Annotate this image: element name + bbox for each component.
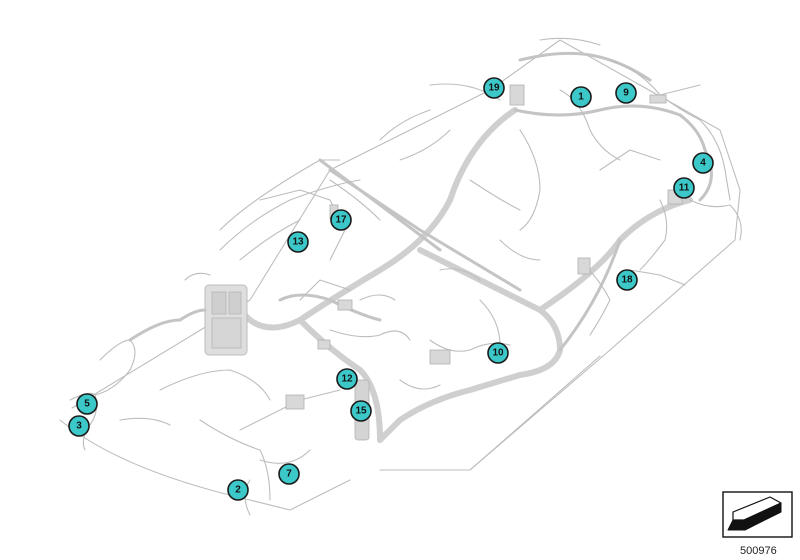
callout-12[interactable]: 12 [336, 368, 358, 390]
floor-harness [354, 239, 611, 441]
callout-label-10: 10 [492, 348, 504, 359]
callout-label-3: 3 [76, 421, 82, 432]
diagram-number: 500976 [740, 545, 777, 557]
callout-label-2: 2 [235, 485, 241, 496]
callout-18[interactable]: 18 [616, 269, 638, 291]
callout-15[interactable]: 15 [350, 400, 372, 422]
callout-label-15: 15 [355, 406, 367, 417]
rear-harness [469, 37, 742, 286]
callout-19[interactable]: 19 [483, 77, 505, 99]
callout-4[interactable]: 4 [692, 152, 714, 174]
callout-2[interactable]: 2 [227, 479, 249, 501]
callout-label-5: 5 [84, 399, 90, 410]
callout-17[interactable]: 17 [330, 209, 352, 231]
callout-label-4: 4 [700, 158, 706, 169]
callout-11[interactable]: 11 [673, 177, 695, 199]
callout-10[interactable]: 10 [487, 342, 509, 364]
vehicle-outline [59, 39, 741, 511]
callout-label-7: 7 [286, 469, 292, 480]
arrow-symbol-icon [722, 491, 793, 538]
callout-label-18: 18 [621, 275, 633, 286]
callout-label-9: 9 [623, 88, 629, 99]
cockpit-cluster [278, 279, 411, 410]
front-module-cluster [69, 272, 341, 516]
callout-label-13: 13 [292, 237, 304, 248]
callout-label-17: 17 [335, 215, 347, 226]
callout-label-1: 1 [578, 92, 584, 103]
callout-7[interactable]: 7 [278, 463, 300, 485]
callout-13[interactable]: 13 [287, 231, 309, 253]
callout-1[interactable]: 1 [570, 86, 592, 108]
callout-5[interactable]: 5 [76, 393, 98, 415]
roof-harness [219, 109, 451, 261]
callout-label-19: 19 [488, 83, 500, 94]
callout-9[interactable]: 9 [615, 82, 637, 104]
callout-label-11: 11 [679, 183, 690, 194]
callout-3[interactable]: 3 [68, 415, 90, 437]
callout-label-12: 12 [341, 374, 353, 385]
main-harness [207, 104, 713, 443]
